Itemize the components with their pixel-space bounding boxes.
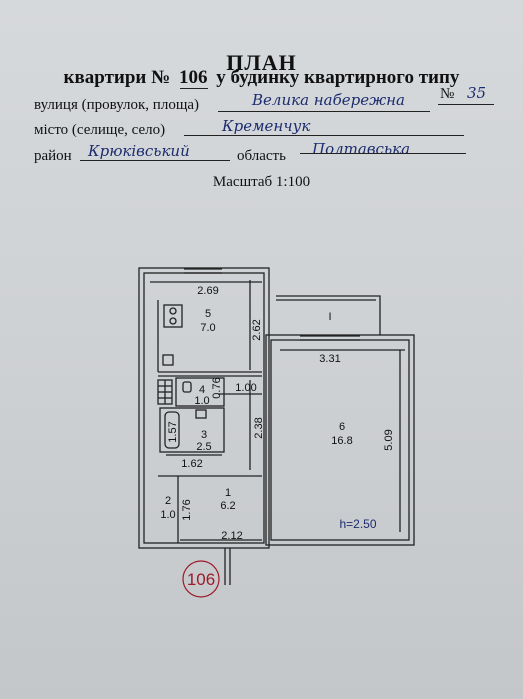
document-title: ПЛАН	[226, 50, 297, 75]
apartment-stamp-number: 106	[187, 570, 215, 589]
ceiling-height: h=2.50	[339, 517, 376, 531]
city-label: місто (селище, село)	[34, 122, 166, 138]
room-I-number: I	[328, 311, 331, 323]
outer-wall-left-block	[138, 267, 270, 549]
room-4-area: 1.0	[194, 395, 209, 407]
dim-176: 1.76	[181, 499, 193, 520]
room-1-number: 1	[225, 487, 231, 499]
house-value: 35	[467, 84, 487, 102]
outer-wall-room-6	[265, 334, 415, 546]
street-value: Велика набережна	[252, 91, 405, 109]
street-underline	[218, 111, 430, 112]
apartment-number-underline	[180, 88, 208, 89]
dim-269: 2.69	[197, 285, 218, 297]
room-3-walls	[159, 407, 225, 453]
room-5-number: 5	[205, 308, 211, 320]
city-underline	[184, 135, 464, 136]
room-3-area: 2.5	[196, 441, 211, 453]
dim-212: 2.12	[221, 530, 242, 542]
room-3-number: 3	[201, 429, 207, 441]
dim-157: 1.57	[167, 421, 179, 442]
district-underline	[80, 160, 230, 161]
district-value: Крюківський	[88, 142, 190, 160]
toilet-icon	[182, 381, 192, 393]
region-label: область	[237, 148, 286, 164]
washbasin-icon	[195, 409, 207, 419]
dim-238: 2.38	[253, 417, 265, 438]
city-value: Кременчук	[222, 117, 311, 135]
dim-331: 3.31	[319, 353, 340, 365]
room-1-area: 6.2	[220, 500, 235, 512]
dim-100: 1.00	[235, 382, 256, 394]
street-label: вулиця (провулок, площа)	[34, 97, 200, 113]
stove-icon	[163, 304, 183, 328]
room-6-number: 6	[339, 421, 345, 433]
stove-burner-icon	[169, 317, 177, 325]
bathtub-icon	[164, 411, 180, 449]
stove-burner-icon	[169, 307, 177, 315]
district-label: район	[34, 148, 72, 164]
dim-076: 0.76	[211, 377, 223, 398]
dim-162: 1.62	[181, 458, 202, 470]
dim-262: 2.62	[251, 319, 263, 340]
room-2-number: 2	[165, 495, 171, 507]
document-subtitle: квартири № 106 у будинку квартирного тип…	[0, 67, 523, 89]
room-6-area: 16.8	[331, 435, 352, 447]
room-4-number: 4	[199, 384, 205, 396]
room-4-walls	[175, 377, 225, 407]
house-label: №	[440, 86, 455, 102]
apartment-number: 106	[178, 67, 208, 88]
room-2-area: 1.0	[160, 509, 175, 521]
scale-label: Масштаб 1:100	[212, 174, 311, 190]
room-5-area: 7.0	[200, 322, 215, 334]
region-underline	[300, 153, 466, 154]
subtitle-prefix: квартири №	[63, 67, 171, 88]
balcony-outline	[276, 295, 381, 335]
dim-509: 5.09	[383, 429, 395, 450]
apartment-stamp-circle	[182, 560, 220, 598]
house-underline	[438, 104, 494, 105]
subtitle-suffix: у будинку квартирного типу	[216, 67, 460, 88]
sink-icon	[162, 354, 174, 366]
